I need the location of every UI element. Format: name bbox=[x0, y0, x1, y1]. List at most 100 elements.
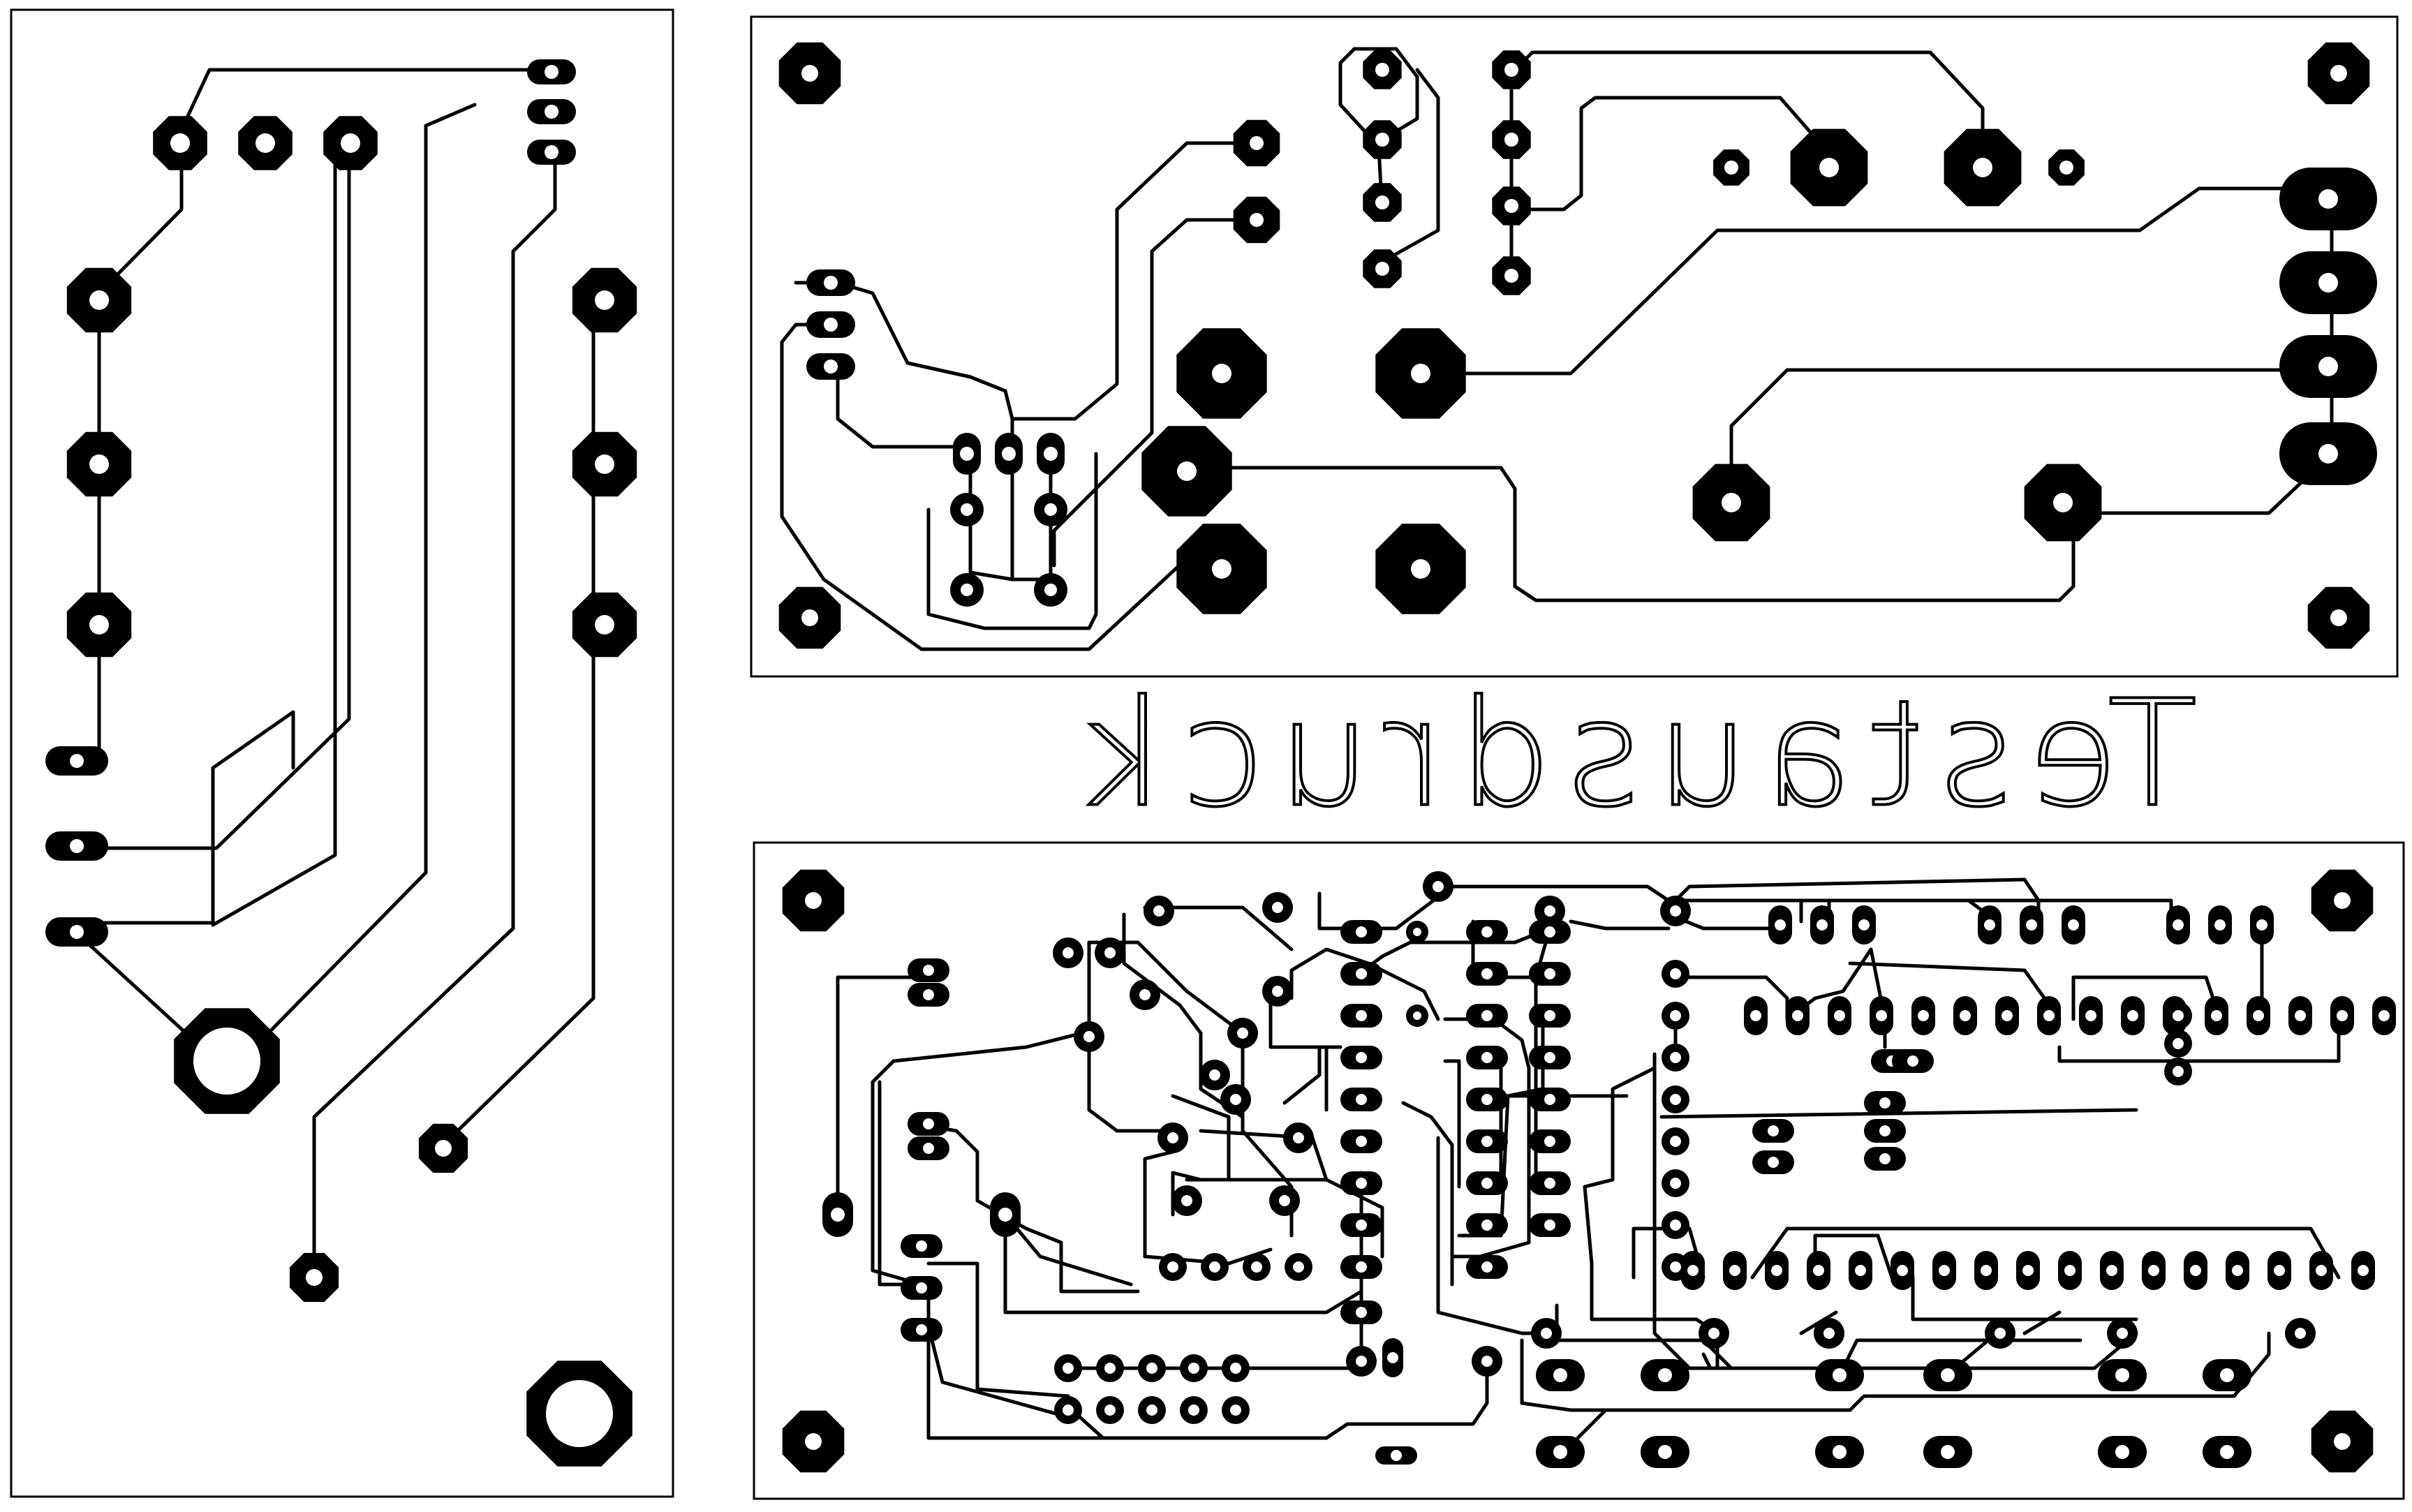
bottom-oval-pad bbox=[2016, 1251, 2040, 1290]
top-board-mounting-pad bbox=[778, 586, 841, 649]
bottom-round-pad bbox=[1053, 937, 1083, 968]
bottom-oval-pad bbox=[1681, 1251, 1705, 1290]
bottom-oval-pad bbox=[822, 1192, 853, 1237]
top-round-pad bbox=[950, 573, 984, 607]
left-board-outline bbox=[10, 8, 674, 1498]
bottom-oval-pad bbox=[1815, 1359, 1864, 1391]
bottom-oval-pad bbox=[1923, 1436, 1972, 1468]
bottom-round-pad bbox=[1662, 1044, 1689, 1072]
bottom-oval-pad bbox=[1466, 1004, 1508, 1028]
bottom-round-pad bbox=[1283, 1122, 1314, 1153]
top-pad bbox=[1492, 186, 1531, 225]
bottom-oval-pad bbox=[1529, 1004, 1571, 1028]
top-pad bbox=[1176, 524, 1267, 614]
bottom-oval-pad bbox=[908, 983, 949, 1007]
top-pad bbox=[2048, 149, 2085, 186]
copper-trace bbox=[1003, 1171, 1363, 1314]
top-board-mounting-pad bbox=[2307, 586, 2370, 649]
top-oval-pad bbox=[2279, 251, 2377, 314]
copper-trace bbox=[1087, 940, 1294, 1238]
bottom-oval-pad bbox=[1849, 1251, 1872, 1290]
bottom-round-pad bbox=[1054, 1396, 1082, 1424]
bottom-round-pad bbox=[1157, 1122, 1188, 1153]
bottom-round-pad bbox=[1144, 896, 1174, 926]
copper-trace bbox=[312, 151, 557, 1273]
copper-trace bbox=[1450, 186, 2334, 376]
bottom-oval-pad bbox=[1529, 1088, 1571, 1111]
bottom-oval-pad bbox=[2203, 1359, 2251, 1391]
left-mounting-hole bbox=[174, 1008, 280, 1114]
top-oval-pad bbox=[2279, 335, 2377, 398]
caption-group: Testausdruck bbox=[1069, 667, 2199, 841]
bottom-round-pad bbox=[1472, 1346, 1502, 1377]
bottom-oval-pad bbox=[2247, 996, 2270, 1035]
bottom-oval-pad bbox=[1978, 905, 2002, 944]
left-pad bbox=[572, 267, 637, 333]
bottom-oval-pad bbox=[1953, 996, 1977, 1035]
top-oval-pad bbox=[953, 433, 981, 475]
copper-trace bbox=[2057, 1017, 2341, 1063]
copper-trace bbox=[1289, 947, 1440, 1021]
copper-trace bbox=[926, 1324, 1070, 1419]
bottom-oval-pad bbox=[901, 1318, 942, 1342]
top-round-pad bbox=[1034, 573, 1067, 607]
left-mounting-hole bbox=[526, 1361, 632, 1467]
top-round-pad bbox=[1034, 493, 1067, 526]
bottom-oval-pad bbox=[1340, 962, 1382, 986]
left-pad bbox=[572, 431, 637, 497]
bottom-round-pad bbox=[1699, 1318, 1729, 1349]
bottom-oval-pad bbox=[908, 1112, 949, 1136]
bottom-oval-pad bbox=[1340, 1255, 1382, 1279]
bottom-oval-pad bbox=[2142, 1251, 2166, 1290]
copper-trace bbox=[926, 1261, 1070, 1398]
bottom-oval-pad bbox=[2372, 996, 2396, 1035]
copper-trace bbox=[794, 281, 1014, 421]
left-oval-pad bbox=[45, 831, 108, 861]
bottom-oval-pad bbox=[1864, 1119, 1906, 1143]
bottom-oval-pad bbox=[1340, 1046, 1382, 1069]
bottom-oval-pad bbox=[1892, 1049, 1934, 1073]
bottom-round-pad bbox=[2285, 1318, 2316, 1349]
bottom-oval-pad bbox=[1340, 1300, 1382, 1324]
bottom-oval-pad bbox=[2208, 905, 2232, 944]
bottom-board-mounting-pad bbox=[2311, 1410, 2374, 1473]
bottom-oval-pad bbox=[2288, 996, 2312, 1035]
bottom-oval-pad bbox=[908, 958, 949, 982]
bottom-oval-pad bbox=[1932, 1251, 1956, 1290]
left-oval-pad bbox=[527, 59, 576, 84]
bottom-oval-pad bbox=[1807, 1251, 1830, 1290]
bottom-oval-pad bbox=[1382, 1338, 1403, 1377]
copper-trace bbox=[1652, 1052, 2138, 1370]
copper-trace bbox=[1317, 884, 2173, 931]
bottom-oval-pad bbox=[1340, 1171, 1382, 1195]
bottom-oval-pad bbox=[1815, 1436, 1864, 1468]
bottom-oval-pad bbox=[1529, 920, 1571, 944]
bottom-oval-pad bbox=[2226, 1251, 2249, 1290]
copper-trace bbox=[1052, 218, 1259, 568]
copper-trace bbox=[1143, 1150, 1273, 1266]
bottom-round-pad bbox=[1159, 1253, 1187, 1281]
bottom-oval-pad bbox=[1466, 1088, 1508, 1111]
bottom-oval-pad bbox=[1864, 1147, 1906, 1171]
top-pad bbox=[1176, 328, 1267, 419]
bottom-oval-pad bbox=[1340, 920, 1382, 944]
bottom-oval-pad bbox=[1529, 1213, 1571, 1237]
bottom-round-pad bbox=[1662, 1002, 1689, 1030]
bottom-round-pad bbox=[1262, 892, 1293, 923]
copper-trace bbox=[1666, 877, 2041, 924]
mirrored-caption: Testausdruck bbox=[1070, 669, 2198, 840]
bottom-oval-pad bbox=[1466, 1046, 1508, 1069]
top-pad bbox=[1141, 426, 1232, 517]
bottom-round-pad bbox=[1171, 1185, 1202, 1216]
bottom-oval-pad bbox=[1765, 1251, 1789, 1290]
bottom-oval-pad bbox=[1529, 1046, 1571, 1069]
bottom-oval-pad bbox=[2098, 1359, 2147, 1391]
top-pad bbox=[1363, 50, 1402, 89]
bottom-round-pad bbox=[1222, 1396, 1250, 1424]
bottom-oval-pad bbox=[1995, 996, 2019, 1035]
copper-trace bbox=[75, 141, 351, 850]
bottom-round-pad bbox=[1201, 1253, 1229, 1281]
copper-trace bbox=[1087, 1031, 1175, 1133]
top-oval-pad bbox=[2279, 422, 2377, 485]
